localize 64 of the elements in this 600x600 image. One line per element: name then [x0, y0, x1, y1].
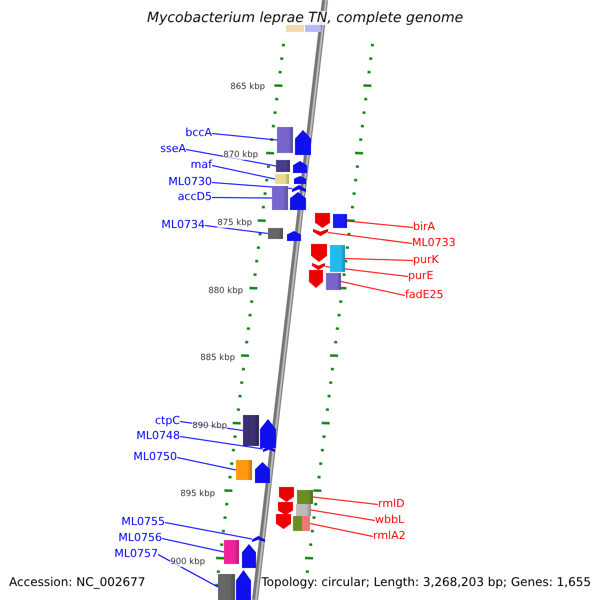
genome-info-text: Topology: circular; Length: 3,268,203 bp; Genes: 1,655 — [261, 576, 591, 588]
scale-label: 870 kbp — [223, 151, 258, 160]
gene-label: ML0730 — [168, 176, 212, 187]
scale-label: 875 kbp — [217, 219, 252, 228]
gene-block — [276, 160, 290, 172]
gene-label: accD5 — [178, 191, 212, 202]
gene-label: rmlA2 — [373, 530, 406, 541]
leader-line — [176, 457, 236, 470]
leader-line — [212, 165, 276, 180]
leader-line — [212, 133, 278, 140]
leader-line — [162, 538, 224, 552]
gene-block — [272, 186, 288, 210]
gene-label: ML0748 — [136, 430, 180, 441]
gene-label: wbbL — [375, 514, 404, 525]
gene-label: maf — [190, 159, 212, 170]
accession-text: Accession: NC_002677 — [9, 576, 146, 588]
gene-label: sseA — [160, 143, 186, 154]
gene-label: ML0757 — [114, 548, 158, 559]
leader-line — [212, 197, 272, 198]
gene-block — [297, 490, 313, 504]
gene-block — [236, 460, 252, 480]
gene-label: ML0755 — [121, 516, 165, 527]
leader-line — [204, 225, 268, 234]
gene-label: bccA — [185, 127, 212, 138]
gene-label: fadE25 — [405, 289, 444, 300]
scale-label: 895 kbp — [180, 490, 215, 498]
gene-label: ML0734 — [161, 219, 205, 230]
gene-strand-shape — [312, 263, 325, 270]
leader-line — [212, 182, 292, 189]
gene-label: ML0750 — [133, 451, 177, 462]
leader-line — [328, 232, 412, 244]
title: Mycobacterium leprae TN, complete genome — [147, 11, 464, 25]
leader-line — [310, 510, 376, 521]
gene-block — [333, 214, 347, 228]
leader-line — [310, 523, 374, 537]
gene-label: purE — [408, 270, 434, 281]
gene-label: ML0756 — [118, 532, 162, 543]
gene-strand-shape — [313, 229, 328, 236]
gene-label: birA — [413, 221, 436, 232]
scale-label: 890 kbp — [192, 422, 227, 430]
leader-line — [312, 496, 378, 505]
gene-label: ML0733 — [412, 237, 456, 248]
scale-label: 885 kbp — [200, 354, 235, 362]
scale-label: 900 kbp — [170, 558, 205, 566]
gene-block — [296, 504, 311, 516]
gene-block — [275, 174, 289, 184]
gene-block — [293, 516, 310, 531]
gene-block — [330, 245, 345, 272]
gene-block — [243, 415, 259, 446]
gene-block — [326, 273, 341, 290]
leader-line — [180, 436, 264, 450]
gene-block — [218, 574, 235, 600]
leader-line — [164, 522, 252, 540]
scale-label: 880 kbp — [208, 287, 243, 296]
leader-line — [346, 220, 414, 228]
gene-block — [224, 540, 239, 564]
gene-label: purK — [413, 254, 439, 265]
gene-label: ctpC — [154, 415, 180, 426]
gene-block — [277, 127, 293, 153]
leader-line — [344, 258, 414, 261]
gene-label: rmlD — [378, 498, 405, 509]
leader-line — [340, 281, 406, 296]
scale-label: 865 kbp — [230, 83, 265, 92]
gene-block — [268, 228, 283, 239]
